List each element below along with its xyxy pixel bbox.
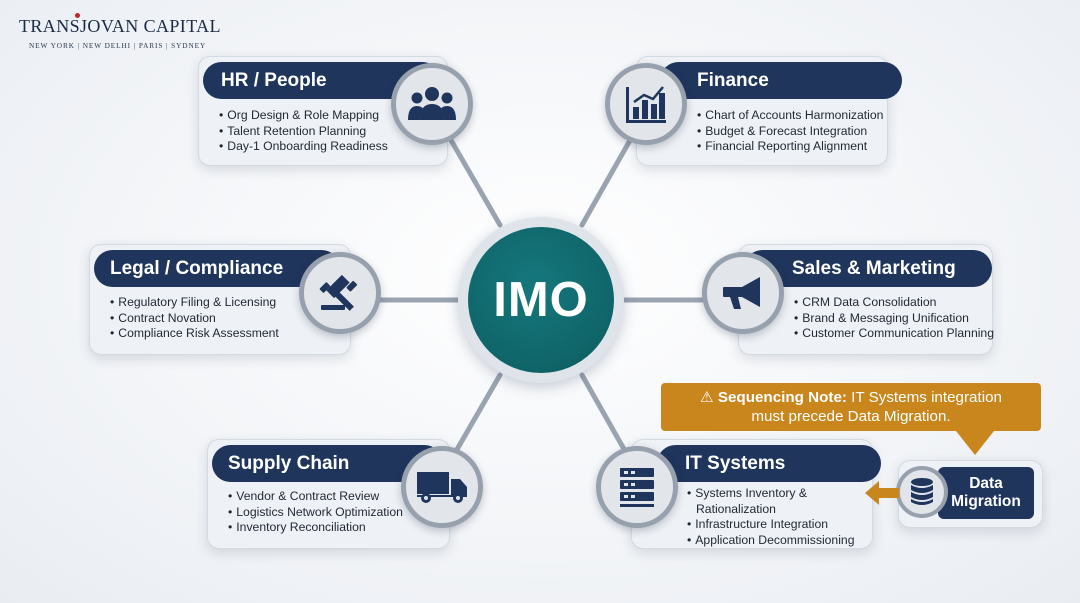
data-migration-label: Data Migration	[938, 467, 1034, 519]
callout-line1: IT Systems integration	[846, 389, 1002, 406]
brand-logo: TRANSJOVAN CAPITAL NEW YORK | NEW DELHI …	[19, 13, 221, 50]
list-item: CRM Data Consolidation	[794, 295, 994, 311]
list-item: Contract Novation	[110, 311, 279, 327]
connector-hr	[445, 132, 503, 228]
bar-chart-icon	[605, 63, 687, 145]
workstream-title: Legal / Compliance	[94, 250, 340, 287]
list-item: Application Decommissioning	[687, 533, 854, 549]
list-item: Talent Retention Planning	[219, 124, 388, 140]
list-item: Logistics Network Optimization	[228, 505, 403, 521]
list-item: Inventory Reconciliation	[228, 520, 403, 536]
workstream-items: Regulatory Filing & Licensing Contract N…	[110, 295, 279, 342]
list-item: Regulatory Filing & Licensing	[110, 295, 279, 311]
callout-bold: Sequencing Note:	[717, 389, 847, 406]
workstream-finance-card: Finance Chart of Accounts Harmonization …	[636, 56, 902, 166]
brand-cities: NEW YORK | NEW DELHI | PARIS | SYDNEY	[29, 41, 207, 50]
brand-name: TRANSJOVAN CAPITAL	[19, 16, 221, 36]
hub-label: IMO	[493, 273, 589, 327]
list-item: Compliance Risk Assessment	[110, 326, 279, 342]
warning-icon: ⚠	[699, 389, 714, 406]
workstream-items: Vendor & Contract Review Logistics Netwo…	[228, 489, 403, 536]
connector-finance	[579, 132, 636, 228]
list-item: Systems Inventory & Rationalization	[687, 486, 822, 517]
callout-pointer	[956, 431, 994, 455]
workstream-supply-card: Supply Chain Vendor & Contract Review Lo…	[207, 439, 450, 549]
list-item: Customer Communication Planning	[794, 326, 994, 342]
gavel-icon	[299, 252, 381, 334]
imo-hub-core: IMO	[468, 227, 614, 373]
data-migration-line2: Migration	[951, 493, 1021, 510]
workstream-items: Org Design & Role Mapping Talent Retenti…	[219, 108, 388, 155]
callout-line2: must precede Data Migration.	[751, 408, 951, 425]
megaphone-icon	[702, 252, 784, 334]
list-item: Vendor & Contract Review	[228, 489, 403, 505]
workstream-title: Sales & Marketing	[744, 250, 992, 287]
list-item: Infrastructure Integration	[687, 517, 828, 533]
arrow-left-icon	[865, 481, 899, 505]
list-item: Chart of Accounts Harmonization	[697, 108, 883, 124]
data-migration-line1: Data	[969, 475, 1003, 492]
logo-dot	[75, 13, 80, 18]
list-item: Budget & Forecast Integration	[697, 124, 883, 140]
workstream-title: Finance	[660, 62, 902, 99]
truck-icon	[401, 446, 483, 528]
server-icon	[596, 446, 678, 528]
workstream-items: Chart of Accounts Harmonization Budget &…	[697, 108, 883, 155]
workstream-sales-card: Sales & Marketing CRM Data Consolidation…	[738, 244, 994, 355]
imo-hub: IMO	[458, 217, 624, 383]
list-item: Org Design & Role Mapping	[219, 108, 388, 124]
list-item: Day-1 Onboarding Readiness	[219, 139, 388, 155]
sequencing-note-callout: ⚠ Sequencing Note: IT Systems integratio…	[661, 383, 1041, 431]
database-icon	[896, 466, 948, 518]
workstream-items: CRM Data Consolidation Brand & Messaging…	[794, 295, 994, 342]
workstream-items: Systems Inventory & Rationalization Infr…	[687, 486, 854, 549]
list-item: Financial Reporting Alignment	[697, 139, 883, 155]
people-group-icon	[391, 63, 473, 145]
list-item: Brand & Messaging Unification	[794, 311, 994, 327]
workstream-title: IT Systems	[657, 445, 881, 482]
